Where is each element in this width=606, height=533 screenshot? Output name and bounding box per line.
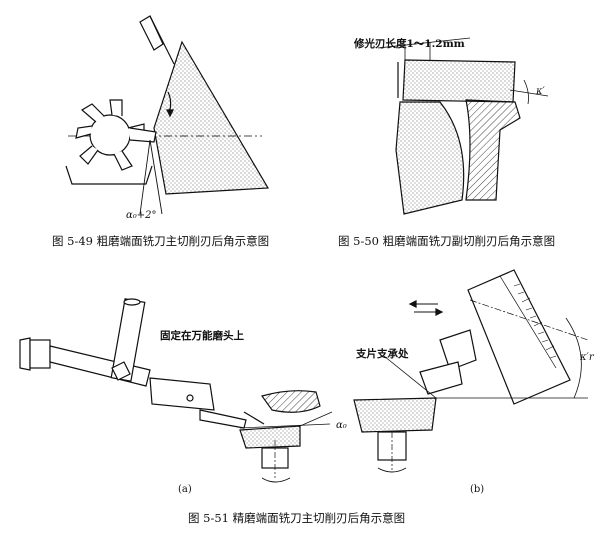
label-length-5-50: 修光刃长度1～1.2mm <box>354 38 465 50</box>
label-alpha0-a: α₀ <box>336 420 347 431</box>
diagram-fig-5-50 <box>377 37 549 215</box>
diagram-fig-5-51a <box>19 298 333 483</box>
caption-fig-5-49: 图 5-49 粗磨端面铣刀主切削刃后角示意图 <box>52 234 270 248</box>
caption-fig-5-50: 图 5-50 粗磨端面铣刀副切削刃后角示意图 <box>338 234 556 248</box>
label-kappa-5-50: κ′ <box>536 86 545 97</box>
diagram-fig-5-49 <box>65 15 270 215</box>
grinding-wheel <box>153 40 270 195</box>
caption-fig-5-51: 图 5-51 精磨端面铣刀主切削刃后角示意图 <box>188 511 406 525</box>
label-support: 支片支承处 <box>356 348 409 360</box>
grinding-wheel <box>402 59 516 103</box>
label-sub-b: (b) <box>470 484 485 495</box>
diagram-fig-5-51b <box>353 269 589 473</box>
cutter-body <box>395 101 465 215</box>
label-kappa-r: κ′r <box>580 352 594 363</box>
label-angle-5-49: α₀+2° <box>126 210 157 221</box>
label-fixed-on: 固定在万能磨头上 <box>160 330 244 342</box>
label-sub-a: (a) <box>178 484 192 495</box>
